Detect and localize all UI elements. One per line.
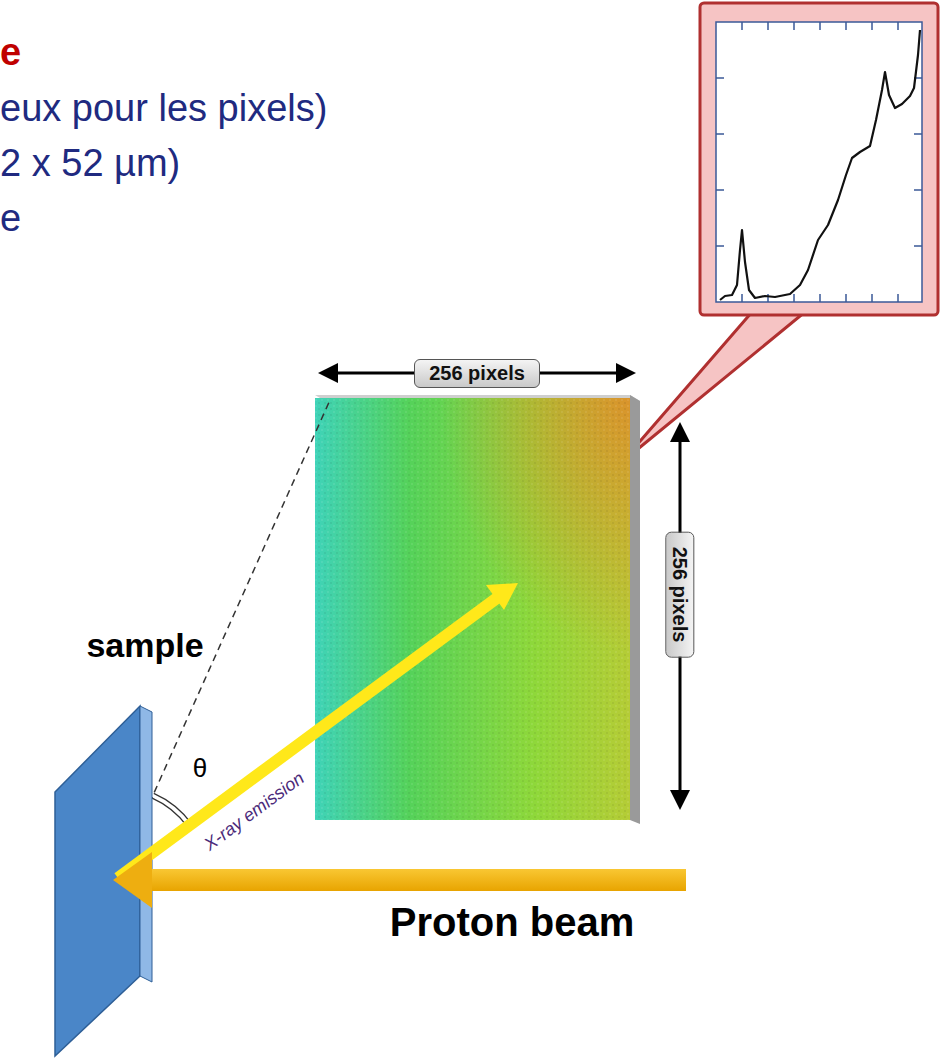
plot-ticks [716,22,922,302]
sample-edge [140,706,152,982]
beam-label: Proton beam [390,900,634,944]
dimension-label: 256 pixels [429,362,525,384]
dimension-label: 256 pixels [670,546,692,642]
angle-symbol: θ [193,754,207,783]
dimension-label-box: 256 pixels [414,359,540,388]
sample-label: sample [86,627,203,664]
callout-pointer [622,312,805,462]
dimension-label-box: 256 pixels [666,531,695,657]
xray-arrowhead [486,583,518,610]
bullet-text: 2 x 52 µm) [0,143,180,185]
proton-beam-arrowhead [113,852,152,908]
spectrum-plot [716,22,922,302]
dimension-arrows [318,363,690,810]
bullet-text: eux pour les pixels) [0,88,327,130]
spectrum-curve [720,30,920,300]
bullet-text: e [0,198,21,240]
callout-frame [700,3,938,315]
detector-side [630,395,640,824]
proton-beam-arrow [148,869,686,891]
heading-fragment: e [0,32,21,74]
